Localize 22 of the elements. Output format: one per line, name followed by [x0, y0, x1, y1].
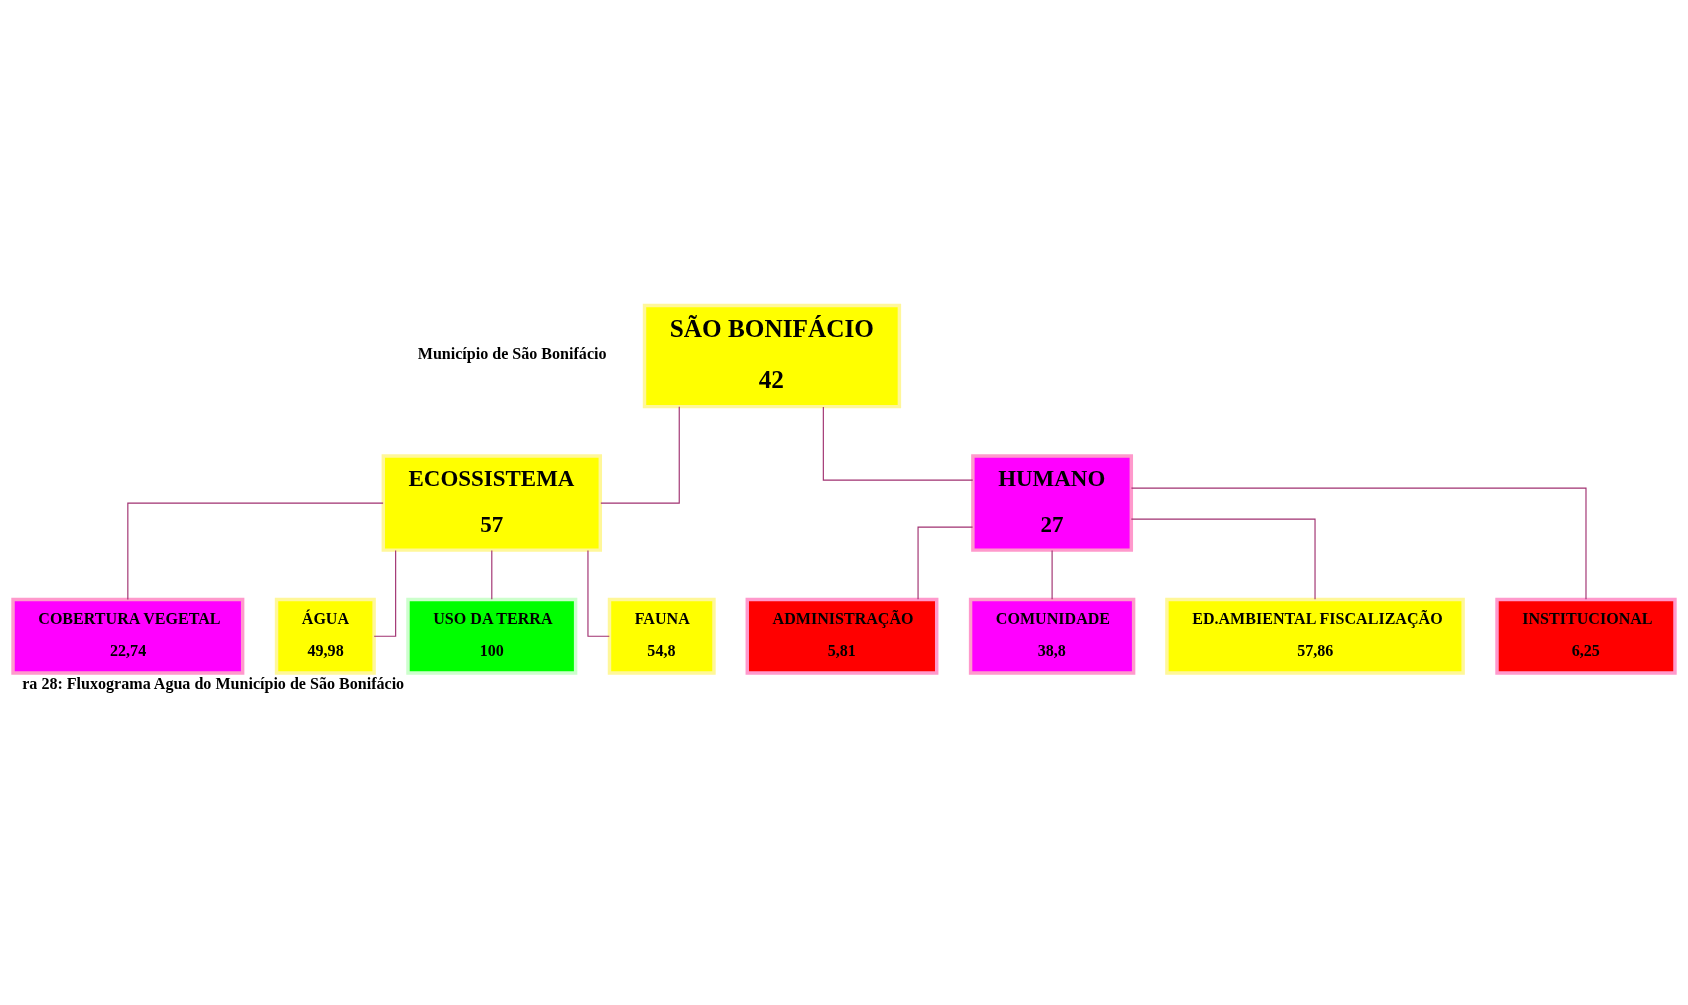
connector [917, 526, 974, 600]
node-box: ECOSSISTEMA 57 [381, 454, 603, 552]
connector [587, 549, 610, 637]
node-box: USO DA TERRA 100 [406, 597, 578, 675]
diagram-title: Município de São Bonifácio [417, 345, 607, 363]
connector [1130, 518, 1316, 600]
node-box: FAUNA 54,8 [607, 597, 716, 675]
connector [822, 406, 974, 481]
node-box: ÁGUA 49,98 [274, 597, 376, 675]
node-box: INSTITUCIONAL 6,25 [1495, 597, 1677, 675]
connector [491, 549, 493, 600]
connector [600, 406, 680, 504]
node-box: HUMANO 27 [971, 454, 1134, 552]
connector [1130, 487, 1587, 600]
node-box: ED.AMBIENTAL FISCALIZAÇÃO 57,86 [1165, 597, 1465, 675]
node-box: SÃO BONIFÁCIO 42 [642, 303, 902, 409]
caption: ra 28: Fluxograma Agua do Município de São Bonifácio [22, 675, 405, 693]
connector [373, 549, 397, 637]
connector [127, 502, 384, 601]
node-box: COMUNIDADE 38,8 [968, 597, 1136, 675]
node-box: ADMINISTRAÇÃO 5,81 [745, 597, 939, 675]
connector [1051, 549, 1053, 600]
